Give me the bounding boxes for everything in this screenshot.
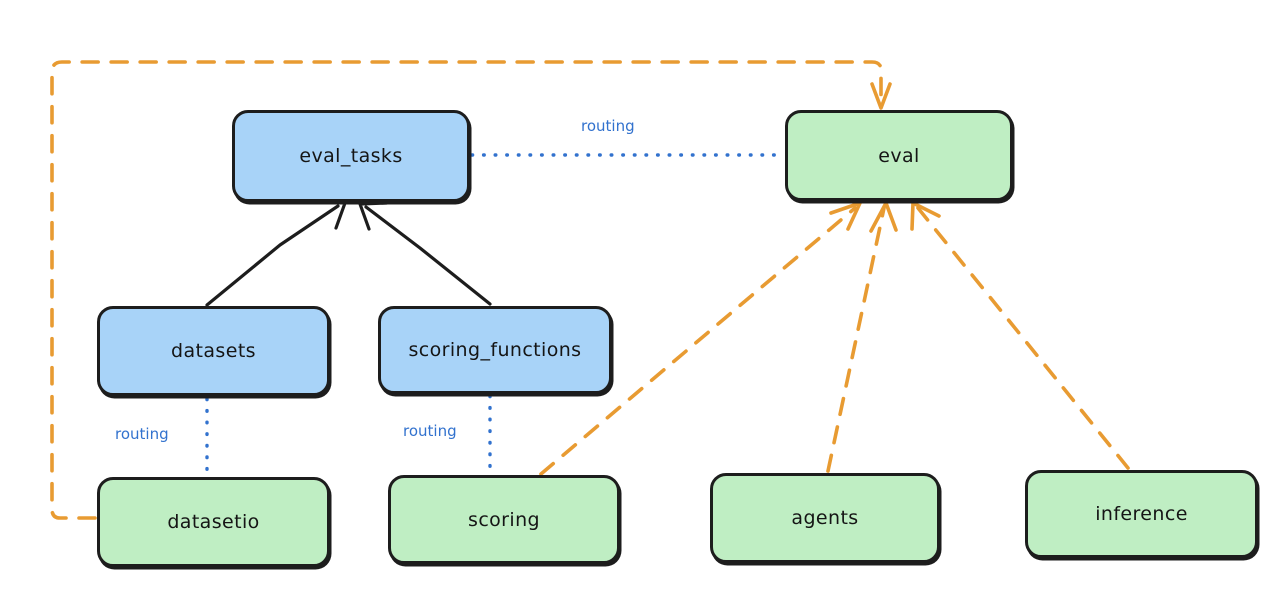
edge-datasetio-to-eval (50, 60, 892, 520)
node-eval-label: eval (878, 144, 920, 167)
edge-label-routing-eval-tasks-eval: routing (578, 117, 638, 135)
edge-inference-to-eval (910, 201, 1130, 470)
node-eval-tasks[interactable]: eval_tasks (232, 110, 470, 202)
edge-label-routing-scoring-functions-scoring: routing (400, 422, 460, 440)
edge-datasets-to-eval-tasks (205, 200, 347, 307)
node-scoring-label: scoring (468, 508, 540, 531)
node-scoring-functions[interactable]: scoring_functions (378, 306, 612, 394)
node-eval[interactable]: eval (785, 110, 1013, 201)
node-agents-label: agents (791, 507, 859, 529)
node-scoring-functions-label: scoring_functions (408, 339, 582, 361)
edge-scoring-to-eval (539, 201, 862, 476)
node-agents[interactable]: agents (710, 473, 940, 563)
node-datasetio[interactable]: datasetio (97, 477, 330, 567)
node-inference-label: inference (1095, 503, 1188, 525)
node-datasetio-label: datasetio (167, 511, 260, 533)
node-scoring[interactable]: scoring (388, 475, 620, 564)
node-eval-tasks-label: eval_tasks (299, 145, 403, 167)
edge-scoring-functions-to-eval-tasks (358, 201, 492, 306)
node-datasets[interactable]: datasets (97, 306, 330, 396)
edge-label-routing-datasets-datasetio: routing (112, 425, 172, 443)
node-datasets-label: datasets (171, 340, 256, 362)
edge-agents-to-eval (826, 201, 898, 473)
node-inference[interactable]: inference (1025, 470, 1258, 558)
